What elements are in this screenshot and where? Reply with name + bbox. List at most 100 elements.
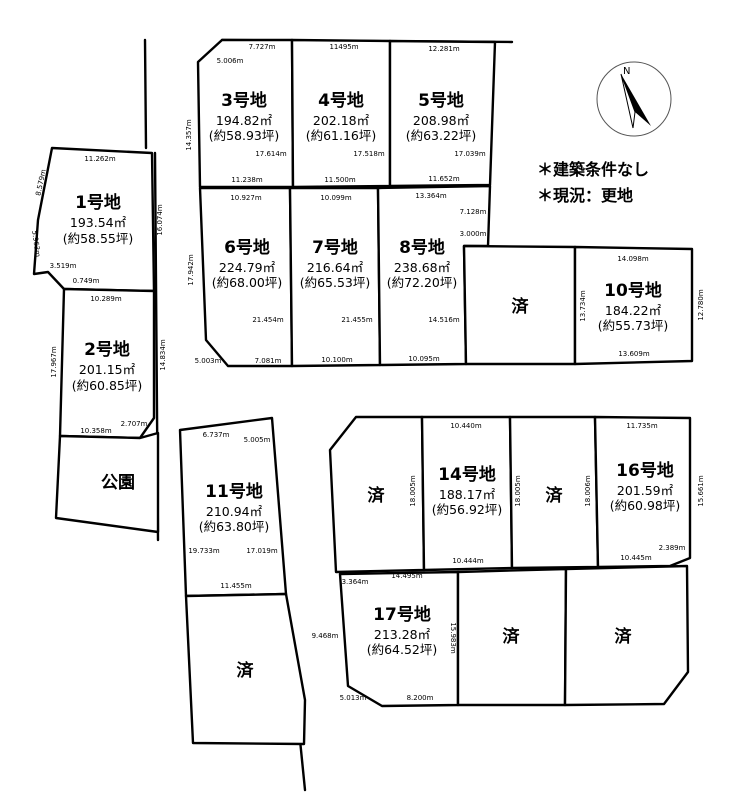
dim-8-right: 14.516m (428, 316, 459, 324)
dim-3-bottom: 11.238m (231, 176, 262, 184)
dim-6-top: 10.927m (230, 194, 261, 202)
dim-17-top: 14.495m (391, 572, 422, 580)
sold-label-b: 済 (237, 660, 255, 681)
lot-14-name: 14号地 (438, 464, 496, 485)
dim-4-top: 11495m (329, 43, 358, 51)
lot-4-tsubo: (約61.16坪) (306, 128, 377, 143)
lot-1-name: 1号地 (75, 192, 121, 213)
dim-2-bottom-right: 2.707m (121, 420, 148, 428)
lot-10-name: 10号地 (604, 280, 662, 301)
dim-11-top-right: 5.005m (244, 436, 271, 444)
lot-8-area: 238.68㎡ (394, 260, 451, 275)
dim-8-bottom: 10.095m (408, 355, 439, 363)
dim-16-left: 18.006m (584, 475, 592, 506)
park-label: 公園 (101, 473, 135, 493)
dim-5-top: 12.281m (428, 45, 459, 53)
sold-lot-c-outline[interactable] (328, 415, 426, 574)
dim-11-top: 6.737m (203, 431, 230, 439)
lot-14-label: 14号地 188.17㎡ (約56.92坪) (432, 464, 503, 517)
sold-lot-f-outline[interactable] (563, 564, 690, 707)
lot-7-name: 7号地 (312, 237, 358, 258)
lot-5-label: 5号地 208.98㎡ (約63.22坪) (406, 90, 477, 143)
dim-1-left-lower: 5.963m (30, 230, 42, 258)
dim-8-top-right: 7.128m (460, 208, 487, 216)
lot-16-name: 16号地 (616, 460, 674, 481)
dim-1-top: 11.262m (84, 155, 115, 163)
lot-1-outline[interactable] (32, 146, 156, 293)
dim-6-left: 17.942m (187, 254, 195, 285)
lot-2-tsubo: (約60.85坪) (72, 378, 143, 393)
lot-2-name: 2号地 (84, 339, 130, 360)
lot-10-tsubo: (約55.73坪) (598, 318, 669, 333)
dim-6-bottom: 7.081m (255, 357, 282, 365)
lot-6-label: 6号地 224.79㎡ (約68.00坪) (212, 237, 283, 290)
dim-8-top-right-2: 3.000m (460, 230, 487, 238)
dim-17-left: 9.468m (312, 632, 339, 640)
lot-1-label: 1号地 193.54㎡ (約58.55坪) (63, 192, 134, 246)
sold-label-e: 済 (503, 626, 521, 647)
dim-3-right: 17.614m (255, 150, 286, 158)
lot-3-label: 3号地 194.82㎡ (約58.93坪) (209, 90, 280, 143)
dim-14-left: 18.005m (409, 475, 417, 506)
sold-label-d: 済 (546, 485, 564, 506)
lot-14-area: 188.17㎡ (439, 487, 496, 502)
dim-17-top-left: 3.364m (342, 578, 369, 586)
dim-10-top: 14.098m (617, 255, 648, 263)
lot-11-name: 11号地 (205, 481, 263, 502)
sold-lot-b-outline[interactable] (184, 592, 307, 746)
lot-4-area: 202.18㎡ (313, 113, 370, 128)
sold-label-c: 済 (368, 485, 386, 506)
dim-11-left: 19.733m (188, 547, 219, 555)
lot-3-tsubo: (約58.93坪) (209, 128, 280, 143)
lot-14-tsubo: (約56.92坪) (432, 502, 503, 517)
dim-5-bottom: 11.652m (428, 175, 459, 183)
lot-3-name: 3号地 (221, 90, 267, 111)
lot-3-area: 194.82㎡ (216, 113, 273, 128)
lot-10-outline[interactable] (573, 245, 694, 366)
lot-8-label: 8号地 238.68㎡ (約72.20坪) (387, 237, 458, 290)
dim-10-bottom: 13.609m (618, 350, 649, 358)
dim-1-right: 16.074m (156, 204, 164, 235)
dim-5-right: 17.039m (454, 150, 485, 158)
lot-17-area: 213.28㎡ (374, 627, 431, 642)
south-road-line (298, 738, 307, 792)
dim-3-left: 14.357m (185, 119, 193, 150)
lot-16-outline[interactable] (593, 415, 692, 569)
lot-7-tsubo: (約65.53坪) (300, 275, 371, 290)
west-road-line (143, 38, 148, 150)
lot-6-name: 6号地 (224, 237, 270, 258)
lot-7-area: 216.64㎡ (307, 260, 364, 275)
lot-5-area: 208.98㎡ (413, 113, 470, 128)
lot-4-name: 4号地 (318, 90, 364, 111)
dim-17-right: 15.983m (449, 622, 457, 653)
sold-label-a: 済 (512, 296, 530, 317)
dim-14-right: 18.005m (514, 475, 522, 506)
dim-1-bottom-left: 3.519m (50, 262, 77, 270)
lot-11-tsubo: (約63.80坪) (199, 519, 270, 534)
lot-17-outline[interactable] (338, 570, 460, 708)
dim-2-right: 14.834m (159, 339, 167, 370)
lot-6-outline[interactable] (198, 186, 294, 368)
dim-2-top: 10.289m (90, 295, 121, 303)
lot-2-outline[interactable] (58, 287, 156, 440)
dim-6-bottom-diag: 5.003m (195, 357, 222, 365)
park-outline[interactable] (54, 431, 160, 534)
dim-1-bottom: 0.749m (73, 277, 100, 285)
dim-16-bottom: 10.445m (620, 554, 651, 562)
lot-4-label: 4号地 202.18㎡ (約61.16坪) (306, 90, 377, 143)
lot-5-name: 5号地 (418, 90, 464, 111)
dim-4-bottom: 11.500m (324, 176, 355, 184)
dim-10-left: 13.734m (579, 290, 587, 321)
lot-2-area: 201.15㎡ (79, 362, 136, 377)
dim-11-bottom: 11.455m (220, 582, 251, 590)
lot-16-tsubo: (約60.98坪) (610, 498, 681, 513)
north-arrow-icon: N (596, 61, 672, 137)
note-current-vacant-land: ＊現況：更地 (537, 186, 634, 205)
dim-7-top: 10.099m (320, 194, 351, 202)
dim-14-top: 10.440m (450, 422, 481, 430)
dim-16-top: 11.735m (626, 422, 657, 430)
dim-2-left: 17.967m (50, 346, 58, 377)
dim-11-right: 17.019m (246, 547, 277, 555)
